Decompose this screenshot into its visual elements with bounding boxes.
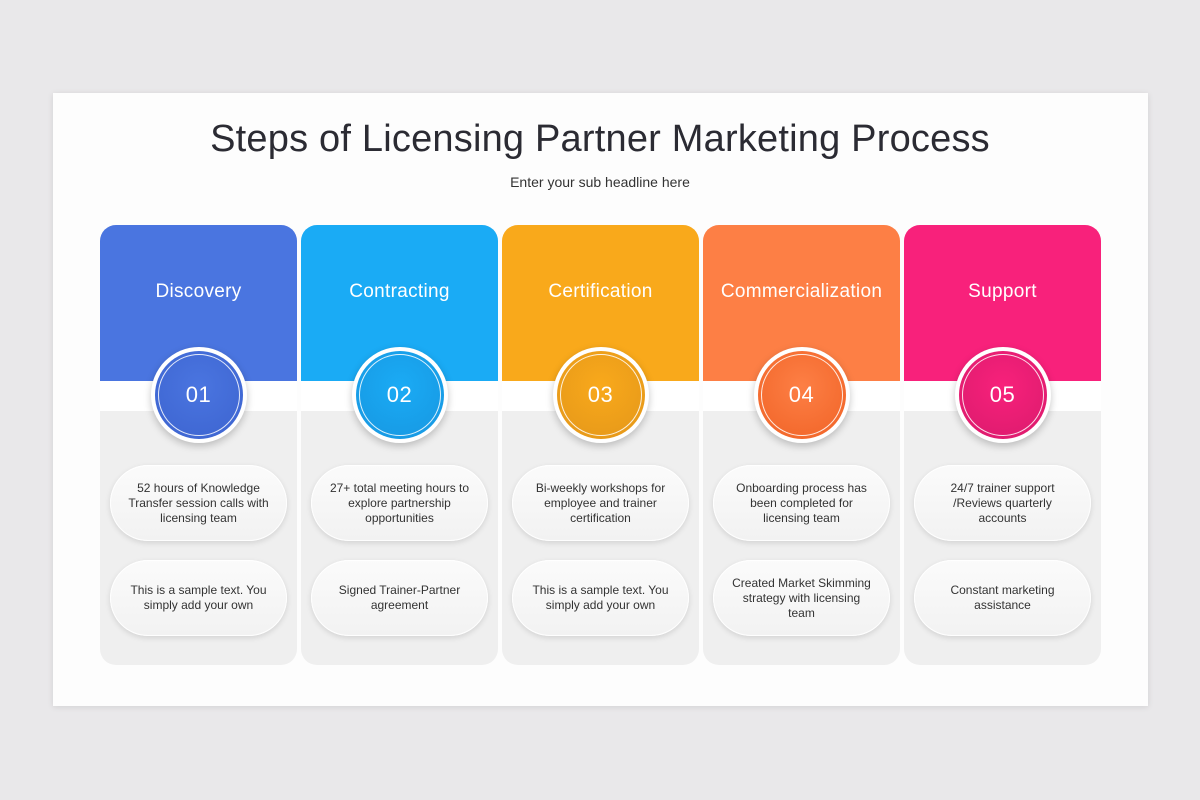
step-card-commercialization: Commercialization 04 Onboarding process … — [703, 225, 900, 665]
step-label: Support — [968, 281, 1037, 302]
step-number-badge: 02 — [351, 347, 448, 443]
step-detail-secondary: This is a sample text. You simply add yo… — [110, 560, 287, 636]
step-detail-secondary: This is a sample text. You simply add yo… — [512, 560, 689, 636]
step-card-contracting: Contracting 02 27+ total meeting hours t… — [301, 225, 498, 665]
step-card-certification: Certification 03 Bi-weekly workshops for… — [502, 225, 699, 665]
step-detail-primary: Onboarding process has been completed fo… — [713, 465, 890, 541]
step-number: 04 — [788, 382, 815, 407]
step-number: 01 — [185, 382, 212, 407]
step-header: Commercialization — [703, 225, 900, 381]
step-label: Discovery — [155, 281, 242, 302]
step-detail-primary: 52 hours of Knowledge Transfer session c… — [110, 465, 287, 541]
step-detail-primary: Bi-weekly workshops for employee and tra… — [512, 465, 689, 541]
step-number-badge: 04 — [753, 347, 850, 443]
step-label: Contracting — [349, 281, 450, 302]
step-number: 03 — [587, 382, 614, 407]
page-title: Steps of Licensing Partner Marketing Pro… — [210, 118, 990, 160]
step-number-badge: 01 — [150, 347, 247, 443]
step-card-discovery: Discovery 01 52 hours of Knowledge Trans… — [100, 225, 297, 665]
step-number: 05 — [989, 382, 1016, 407]
step-detail-secondary: Constant marketing assistance — [914, 560, 1091, 636]
step-detail-secondary: Created Market Skimming strategy with li… — [713, 560, 890, 636]
step-detail-primary: 24/7 trainer support /Reviews quarterly … — [914, 465, 1091, 541]
page-subtitle: Enter your sub headline here — [510, 174, 690, 190]
step-label: Commercialization — [720, 281, 883, 302]
step-number: 02 — [386, 382, 413, 407]
step-card-support: Support 05 24/7 trainer support /Reviews… — [904, 225, 1101, 665]
step-number-badge: 05 — [954, 347, 1051, 443]
step-label: Certification — [548, 281, 653, 302]
step-number-badge: 03 — [552, 347, 649, 443]
step-detail-primary: 27+ total meeting hours to explore partn… — [311, 465, 488, 541]
step-detail-secondary: Signed Trainer-Partner agreement — [311, 560, 488, 636]
